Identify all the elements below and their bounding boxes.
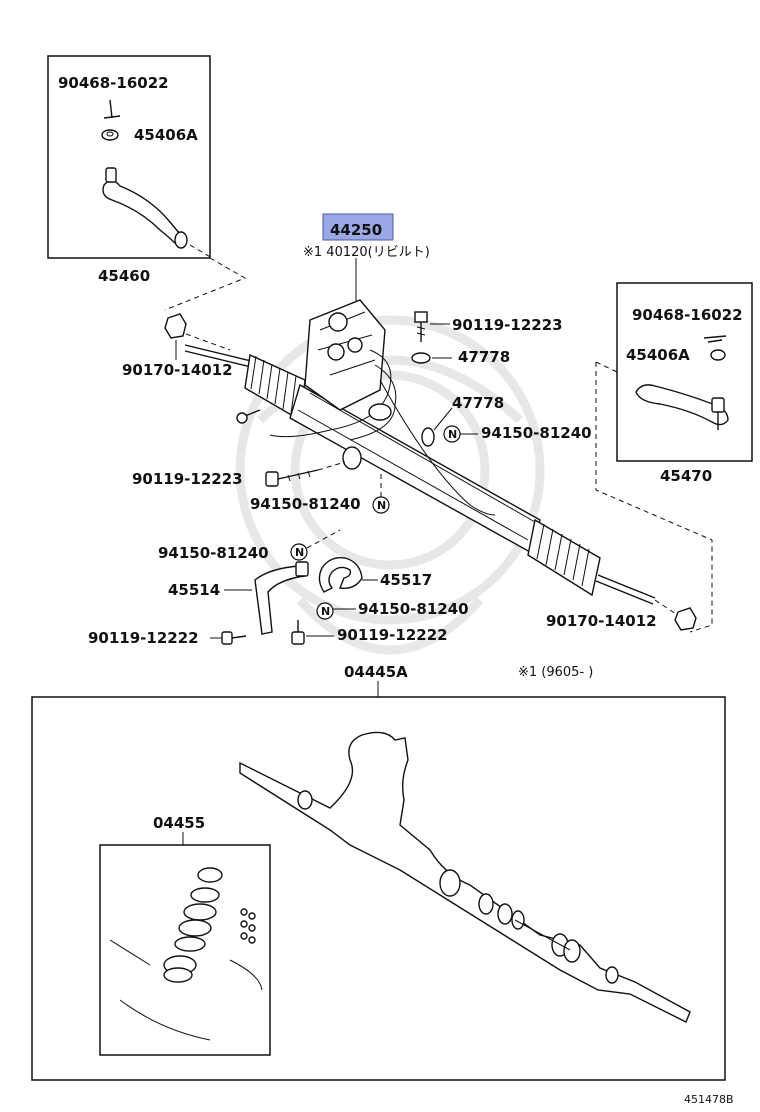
label-90119-12223-a: 90119-12223 bbox=[452, 316, 563, 334]
label-04445a: 04445A bbox=[344, 663, 408, 681]
leader-90119-12223-b-dash bbox=[317, 461, 346, 471]
n-symbol-d: N bbox=[316, 602, 334, 620]
label-47778-a: 47778 bbox=[458, 348, 510, 366]
leader-right-rod-dash bbox=[654, 599, 677, 615]
svg-text:N: N bbox=[321, 605, 330, 618]
label-90468-16022-b: 90468-16022 bbox=[632, 306, 743, 324]
leader-94150-81240-c-dash bbox=[306, 529, 341, 549]
seal-kit-box-04455 bbox=[99, 844, 271, 1056]
label-45470: 45470 bbox=[660, 467, 712, 485]
rack-housing-outline-icon bbox=[239, 731, 691, 1023]
tie-rod-end-left-icon bbox=[102, 167, 188, 249]
label-94150-81240-d: 94150-81240 bbox=[358, 600, 469, 618]
bolt-90119-12222-b-icon bbox=[291, 620, 305, 645]
svg-text:N: N bbox=[377, 499, 386, 512]
label-90119-12222-a: 90119-12222 bbox=[88, 629, 199, 647]
n-symbol-a: N bbox=[443, 425, 461, 443]
clamp-45517-icon bbox=[318, 557, 363, 593]
bracket-45514-icon bbox=[254, 561, 309, 635]
label-44250[interactable]: 44250 bbox=[330, 221, 382, 239]
label-94150-81240-c: 94150-81240 bbox=[158, 544, 269, 562]
n-symbol-c: N bbox=[290, 543, 308, 561]
bolt-90119-12223-a-icon bbox=[414, 311, 428, 342]
tie-rod-end-right-icon bbox=[635, 384, 729, 430]
leader-45460-dash bbox=[189, 244, 213, 259]
label-90170-14012-a: 90170-14012 bbox=[122, 361, 233, 379]
label-note-9605: ※1 (9605- ) bbox=[518, 665, 593, 680]
leader-left-end-dash bbox=[164, 257, 247, 311]
bolt-90119-12223-b-icon bbox=[265, 469, 319, 487]
n-symbol-b: N bbox=[372, 496, 390, 514]
steering-rack-assembly-icon bbox=[184, 299, 656, 605]
label-45406a-b: 45406A bbox=[626, 346, 690, 364]
lock-nut-right-icon bbox=[674, 607, 697, 631]
label-94150-81240-b: 94150-81240 bbox=[250, 495, 361, 513]
figure-id: 451478B bbox=[684, 1093, 734, 1106]
label-47778-b: 47778 bbox=[452, 394, 504, 412]
leader-47778-b bbox=[433, 407, 453, 431]
leader-left-rod-dash bbox=[185, 333, 231, 351]
svg-text:N: N bbox=[448, 428, 457, 441]
tie-rod-end-left-box bbox=[47, 55, 211, 259]
label-40120: ※1 40120(リビルト) bbox=[303, 245, 430, 260]
label-90170-14012-b: 90170-14012 bbox=[546, 612, 657, 630]
washer-47778-a-icon bbox=[411, 352, 431, 364]
label-94150-81240-a: 94150-81240 bbox=[481, 424, 592, 442]
bolt-90119-12222-a-icon bbox=[221, 631, 247, 645]
label-90468-16022-a: 90468-16022 bbox=[58, 74, 169, 92]
label-04455: 04455 bbox=[153, 814, 205, 832]
leader-right-end-dash bbox=[595, 361, 713, 633]
label-45406a-a: 45406A bbox=[134, 126, 198, 144]
castle-nut-right-icon bbox=[710, 349, 726, 361]
cotter-pin-right-icon bbox=[703, 335, 727, 343]
highlight-44250[interactable] bbox=[322, 213, 394, 241]
label-45517: 45517 bbox=[380, 571, 432, 589]
label-90119-12222-b: 90119-12222 bbox=[337, 626, 448, 644]
tie-rod-end-right-box bbox=[616, 282, 753, 462]
lock-nut-left-icon bbox=[164, 313, 187, 339]
castle-nut-left-icon bbox=[101, 129, 119, 141]
label-90119-12223-b: 90119-12223 bbox=[132, 470, 243, 488]
svg-text:N: N bbox=[295, 546, 304, 559]
bushing-47778-b-icon bbox=[421, 427, 435, 447]
seal-rings-icon bbox=[109, 867, 263, 1041]
kit-box-04445a bbox=[31, 696, 726, 1081]
cotter-pin-left-icon bbox=[103, 99, 121, 119]
label-45460: 45460 bbox=[98, 267, 150, 285]
label-45514: 45514 bbox=[168, 581, 220, 599]
